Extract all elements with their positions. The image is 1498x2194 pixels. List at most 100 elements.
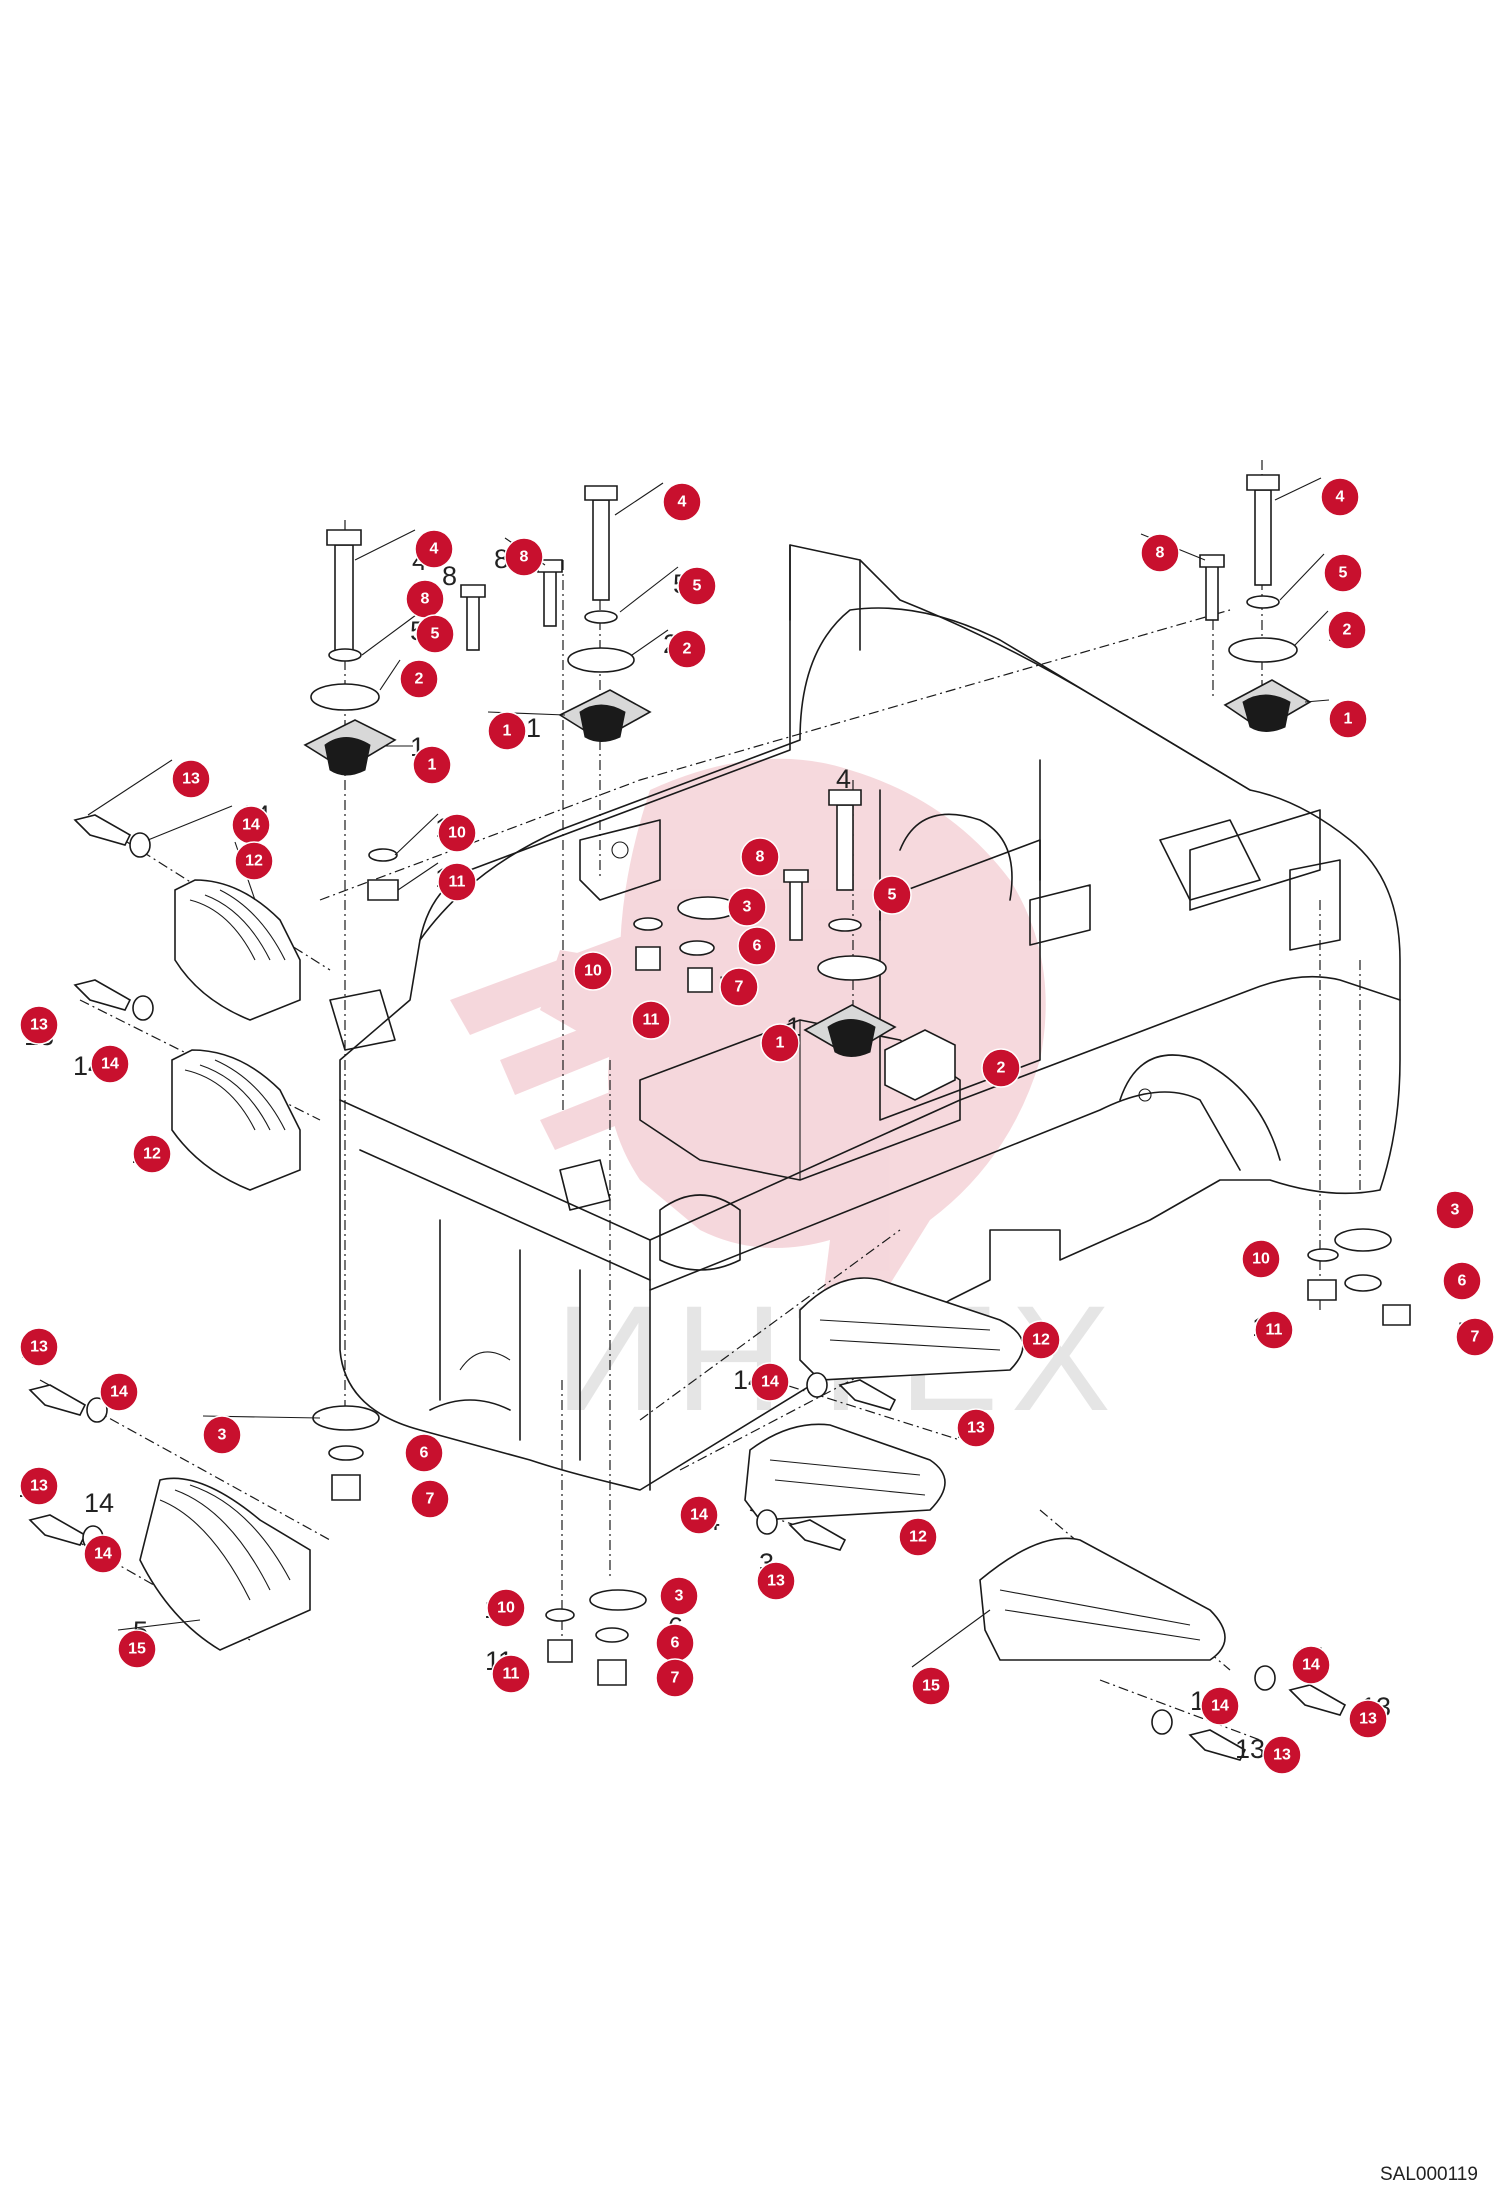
callout-number: 14 xyxy=(761,1374,779,1391)
callout-number: 3 xyxy=(675,1588,684,1605)
callout-number: 14 xyxy=(1211,1698,1229,1715)
callout-number: 2 xyxy=(415,671,424,688)
callout-number: 5 xyxy=(693,578,702,595)
callout-number: 6 xyxy=(753,938,762,955)
callout-circle xyxy=(872,875,912,915)
callout-badge: 14 xyxy=(750,1362,790,1402)
callout-circle xyxy=(486,1588,526,1628)
callout-circle xyxy=(1021,1320,1061,1360)
callout-badge: 11 xyxy=(437,862,477,902)
callout-circle xyxy=(19,1466,59,1506)
callout-badge: 13 xyxy=(1348,1699,1388,1739)
callout-badge: 5 xyxy=(677,566,717,606)
callout-badge: 8 xyxy=(405,579,445,619)
callout-badge: 4 xyxy=(662,482,702,522)
callout-number: 8 xyxy=(520,549,529,566)
callout-circle xyxy=(760,1023,800,1063)
callout-badge: 15 xyxy=(117,1629,157,1669)
callout-number: 14 xyxy=(690,1507,708,1524)
callout-badge: 3 xyxy=(727,887,767,927)
callout-badge: 14 xyxy=(679,1495,719,1535)
callout-circle xyxy=(19,1005,59,1045)
callout-number: 14 xyxy=(94,1546,112,1563)
callout-circle xyxy=(911,1666,951,1706)
callout-badge: 6 xyxy=(404,1433,444,1473)
callout-badge: 15 xyxy=(911,1666,951,1706)
callout-badge: 12 xyxy=(234,841,274,881)
callout-number: 15 xyxy=(922,1678,940,1695)
callout-badge: 13 xyxy=(1262,1735,1302,1775)
callout-badge: 2 xyxy=(399,659,439,699)
callout-number: 4 xyxy=(430,541,439,558)
callout-number: 10 xyxy=(448,825,466,842)
callout-number: 14 xyxy=(242,817,260,834)
step-brackets xyxy=(139,879,1226,1661)
part-label: 8 xyxy=(442,561,457,591)
callout-number: 15 xyxy=(128,1641,146,1658)
callout-circle xyxy=(437,862,477,902)
callout-badge: 7 xyxy=(655,1658,695,1698)
callout-circle xyxy=(740,837,780,877)
callout-number: 13 xyxy=(1359,1711,1377,1728)
callout-number: 13 xyxy=(30,1017,48,1034)
callout-badge: 12 xyxy=(132,1134,172,1174)
callout-circle xyxy=(415,614,455,654)
callout-circle xyxy=(679,1495,719,1535)
callout-badge: 1 xyxy=(760,1023,800,1063)
callout-circle xyxy=(19,1327,59,1367)
callout-badge: 10 xyxy=(486,1588,526,1628)
callout-circle xyxy=(677,566,717,606)
callout-circle xyxy=(956,1408,996,1448)
callout-number: 6 xyxy=(1458,1273,1467,1290)
callout-circle xyxy=(83,1534,123,1574)
callout-circle xyxy=(504,537,544,577)
callout-circle xyxy=(117,1629,157,1669)
callout-circle xyxy=(437,813,477,853)
callout-badge: 3 xyxy=(1435,1190,1475,1230)
callout-badge: 10 xyxy=(437,813,477,853)
callout-badge: 10 xyxy=(573,951,613,991)
callout-circle xyxy=(727,887,767,927)
callout-circle xyxy=(573,951,613,991)
callout-number: 1 xyxy=(428,757,437,774)
callout-circle xyxy=(1291,1645,1331,1685)
callout-badge: 2 xyxy=(667,629,707,669)
callout-circle xyxy=(1348,1699,1388,1739)
callout-circle xyxy=(487,711,527,751)
callout-badge: 6 xyxy=(655,1623,695,1663)
callout-badge: 5 xyxy=(415,614,455,654)
leader-lines xyxy=(87,477,1330,1668)
callout-circle xyxy=(1200,1686,1240,1726)
callout-circle xyxy=(132,1134,172,1174)
callout-circle xyxy=(404,1433,444,1473)
part-label: 13 xyxy=(1235,1734,1265,1764)
callout-badge: 14 xyxy=(1291,1645,1331,1685)
callout-badge: 13 xyxy=(19,1327,59,1367)
callout-number: 11 xyxy=(503,1666,520,1683)
callout-circle xyxy=(234,841,274,881)
callout-circle xyxy=(1262,1735,1302,1775)
callout-number: 7 xyxy=(1471,1329,1480,1346)
callout-badge: 5 xyxy=(1323,553,1363,593)
callout-number: 13 xyxy=(182,771,200,788)
callout-badge: 13 xyxy=(756,1561,796,1601)
callout-badge: 14 xyxy=(99,1372,139,1412)
callout-circle xyxy=(1323,553,1363,593)
callout-number: 12 xyxy=(909,1529,927,1546)
bolts-washers xyxy=(28,814,1347,1761)
callout-circle xyxy=(756,1561,796,1601)
callout-circle xyxy=(414,529,454,569)
callout-number: 10 xyxy=(497,1600,515,1617)
callout-circle xyxy=(1442,1261,1482,1301)
callout-badge: 13 xyxy=(171,759,211,799)
callout-number: 5 xyxy=(1339,565,1348,582)
callout-number: 14 xyxy=(110,1384,128,1401)
callout-number: 1 xyxy=(776,1035,785,1052)
callout-badge: 6 xyxy=(1442,1261,1482,1301)
callout-number: 4 xyxy=(678,494,687,511)
callout-badge: 8 xyxy=(740,837,780,877)
callout-number: 7 xyxy=(426,1491,435,1508)
callout-circle xyxy=(491,1654,531,1694)
callout-circle xyxy=(202,1415,242,1455)
callout-number: 6 xyxy=(420,1445,429,1462)
